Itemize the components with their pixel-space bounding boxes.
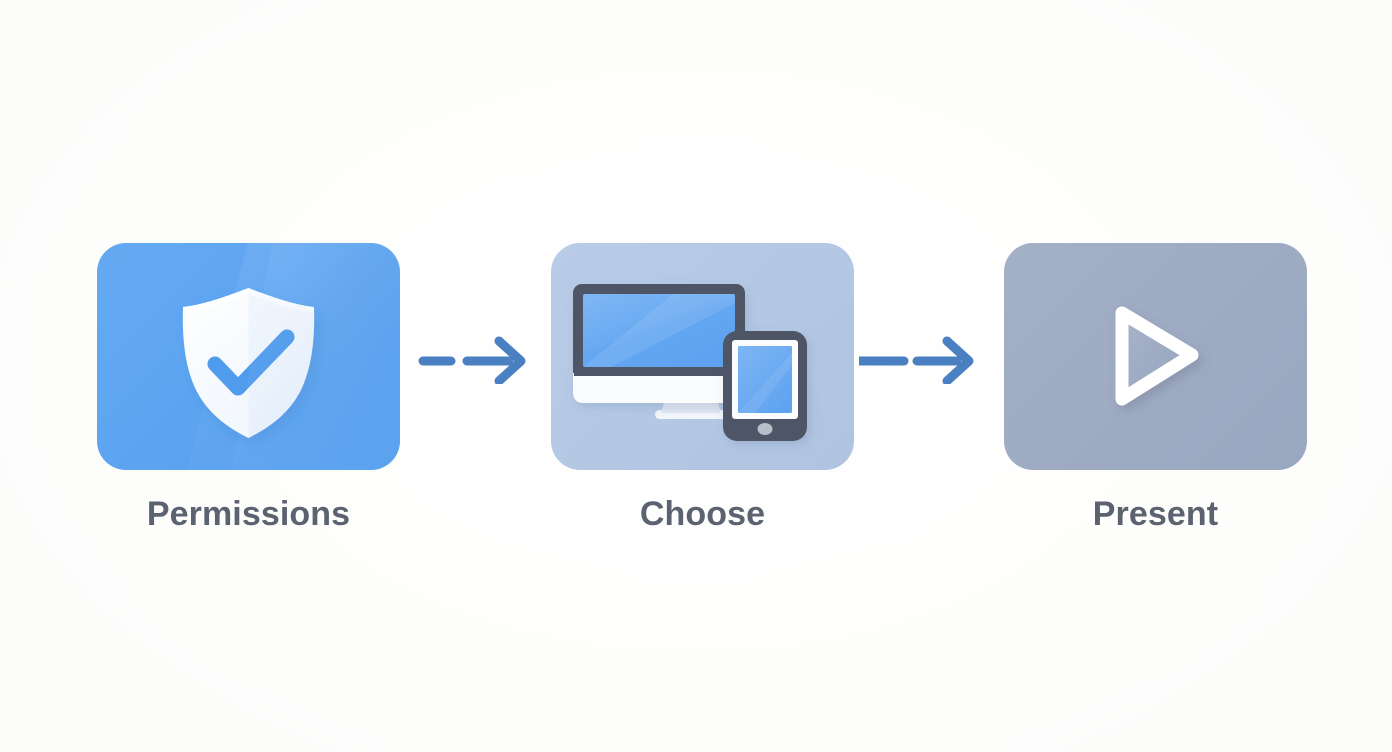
step-card-choose[interactable] [551,243,854,470]
monitor-shape [573,284,745,419]
dashed-arrow-right-icon [418,336,526,386]
dashed-arrow-right-icon [850,336,974,386]
connector-arrow-2 [850,336,995,386]
step-card-present[interactable] [1004,243,1307,470]
monitor-tablet-icon [573,284,807,441]
step-label-permissions: Permissions [146,495,351,533]
step-card-permissions[interactable] [97,243,400,470]
flow-step-present[interactable]: Present [1004,243,1307,533]
flow-step-permissions[interactable]: Permissions [97,243,400,533]
shield-check-icon [182,243,400,470]
step-label-choose: Choose [639,495,766,533]
flow-step-choose[interactable]: Choose [551,243,854,533]
play-outline-icon [1115,306,1199,406]
connector-arrow-1 [413,336,549,386]
step-label-present: Present [1092,495,1219,533]
tablet-shape [723,331,807,441]
